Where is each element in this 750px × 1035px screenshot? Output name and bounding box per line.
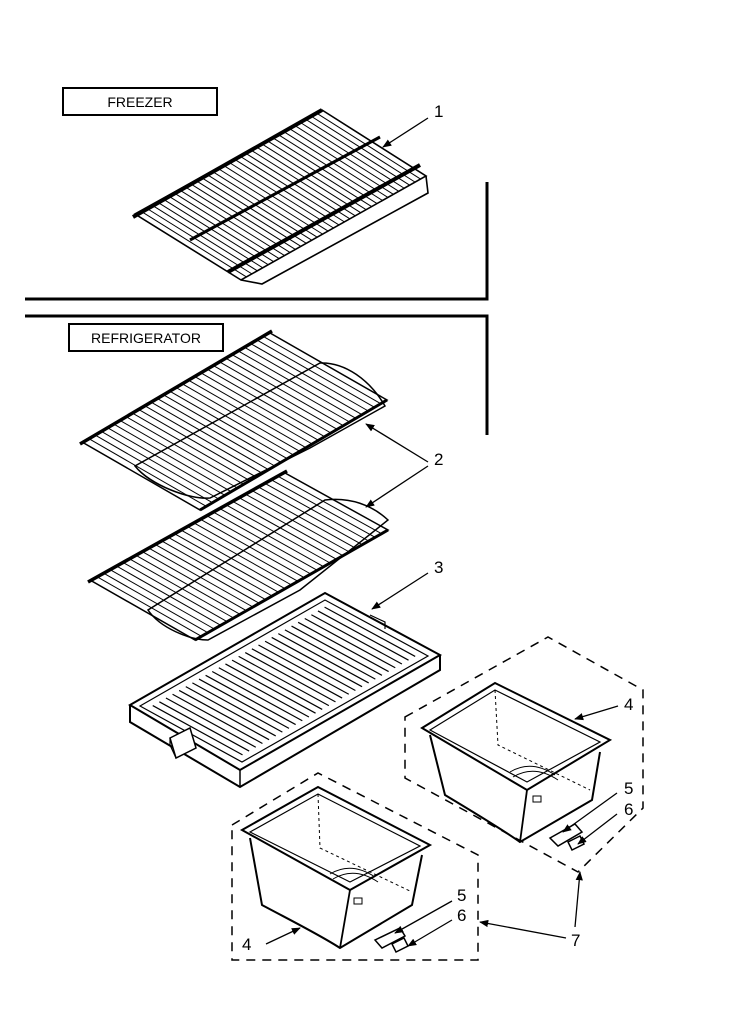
callout-1: 1	[434, 102, 444, 121]
callout-4-right: 4	[624, 695, 634, 714]
callout-3: 3	[434, 558, 444, 577]
callout-6-right: 6	[624, 800, 634, 819]
callout-6-left: 6	[457, 906, 467, 925]
crisper-cover	[128, 591, 443, 789]
refrigerator-label: REFRIGERATOR	[68, 323, 224, 352]
refrigerator-wire-shelf-upper	[79, 329, 389, 512]
crisper-drawer-assembly-outline-right	[404, 636, 644, 873]
callout-7: 7	[571, 931, 581, 950]
leader-lines	[265, 117, 619, 947]
section-dividers	[25, 182, 489, 435]
drawer-slide-right	[548, 823, 586, 852]
refrigerator-wire-shelf-lower	[87, 469, 390, 642]
callout-2: 2	[434, 450, 444, 469]
callout-4-left: 4	[242, 935, 252, 954]
crisper-drawer-right	[420, 681, 613, 844]
drawer-slide-left	[373, 927, 410, 954]
freezer-wire-shelf	[132, 108, 429, 285]
callout-5-right: 5	[624, 779, 634, 798]
crisper-drawer-assembly-outline-left	[231, 772, 479, 961]
freezer-label: FREEZER	[62, 87, 218, 116]
callout-5-left: 5	[457, 886, 467, 905]
crisper-drawer-left	[239, 785, 433, 950]
